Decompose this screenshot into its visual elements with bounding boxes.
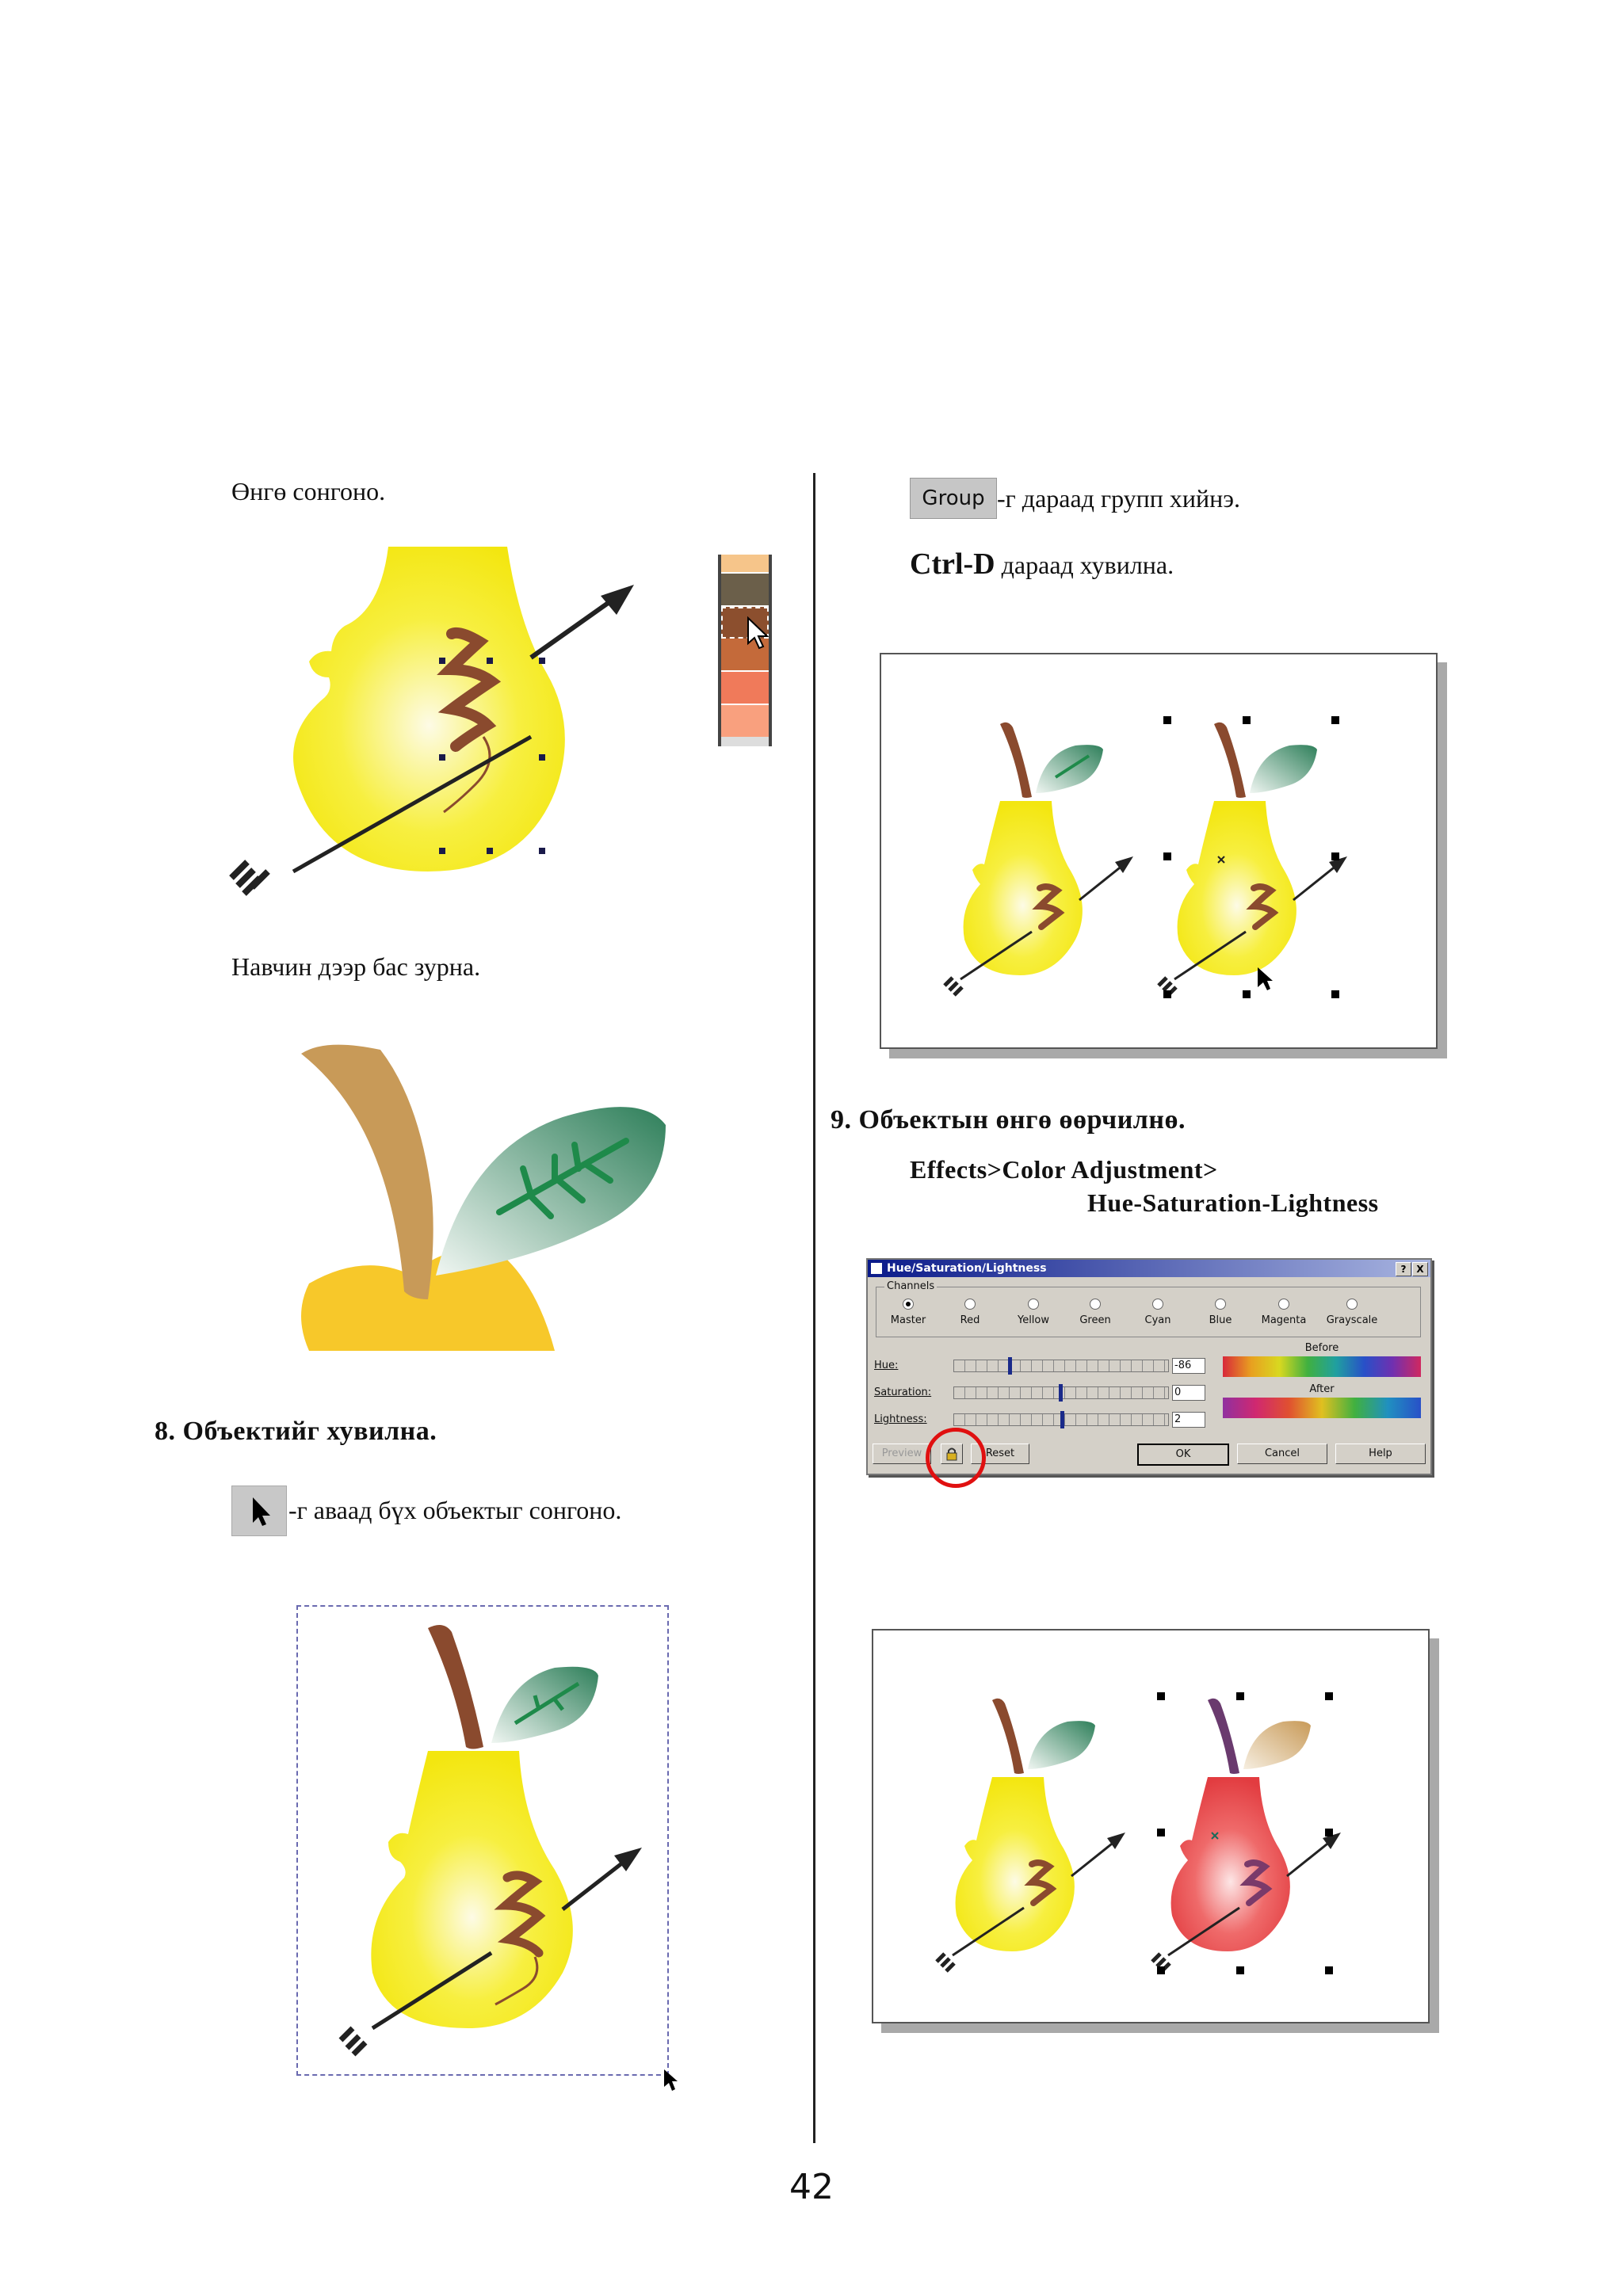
channel-red-radio[interactable]: Red: [938, 1299, 1002, 1326]
preview-button[interactable]: Preview: [873, 1444, 931, 1464]
lightness-value-field[interactable]: 2: [1172, 1412, 1205, 1428]
selection-marquee: [296, 1605, 669, 2076]
channels-group: Channels Master Red Yellow Green Cyan Bl…: [876, 1280, 1421, 1337]
cursor-icon: [664, 2069, 678, 2091]
two-pears-illustration: [943, 716, 1347, 998]
saturation-slider[interactable]: [953, 1384, 1169, 1402]
lightness-slider[interactable]: [953, 1411, 1169, 1428]
app-icon: [871, 1263, 882, 1274]
highlight-circle: [926, 1428, 986, 1488]
hue-slider-thumb[interactable]: [1008, 1357, 1012, 1375]
caption-duplicate-text: дараад хувилна.: [995, 551, 1174, 579]
recolored-pears-illustration: [935, 1692, 1341, 1974]
hue-label: Hue:: [874, 1360, 899, 1371]
menu-path-line2: Hue-Saturation-Lightness: [1087, 1188, 1379, 1217]
recolor-illustration-frame: [872, 1629, 1430, 2023]
heading-step-9: 9. Объектын өнгө өөрчилнө.: [831, 1105, 1186, 1135]
group-button[interactable]: Group: [910, 478, 997, 519]
dialog-title: Hue/Saturation/Lightness: [887, 1262, 1047, 1275]
mouse-pointer-icon: [747, 616, 769, 650]
before-label: Before: [1304, 1342, 1339, 1354]
saturation-slider-thumb[interactable]: [1059, 1384, 1063, 1402]
caption-group: -г дараад групп хийнэ.: [997, 484, 1241, 513]
lightness-label: Lightness:: [874, 1413, 927, 1425]
saturation-value-field[interactable]: 0: [1172, 1385, 1205, 1401]
help-button[interactable]: Help: [1335, 1444, 1426, 1464]
channel-master-radio[interactable]: Master: [876, 1299, 940, 1326]
channels-label: Channels: [884, 1280, 938, 1292]
caption-draw-leaf: Навчин дээр бас зурна.: [231, 952, 481, 981]
ok-button[interactable]: OK: [1137, 1444, 1229, 1466]
leaf-stem-illustration: [301, 1044, 666, 1351]
after-label: After: [1309, 1383, 1335, 1395]
hue-value-field[interactable]: -86: [1172, 1358, 1205, 1374]
pick-tool-icon: [253, 1497, 270, 1526]
menu-path-line1: Effects>Color Adjustment>: [910, 1155, 1218, 1184]
channel-grayscale-radio[interactable]: Grayscale: [1314, 1299, 1390, 1326]
ctrl-d-shortcut: Ctrl-D: [910, 547, 995, 581]
channel-green-radio[interactable]: Green: [1064, 1299, 1127, 1326]
column-divider: [813, 473, 815, 2143]
saturation-label: Saturation:: [874, 1386, 932, 1398]
caption-select-all: -г аваад бүх объектыг сонгоно.: [288, 1496, 622, 1524]
channel-yellow-radio[interactable]: Yellow: [1002, 1299, 1065, 1326]
pear-illustration-selected: [229, 547, 634, 896]
duplicate-illustration-frame: [880, 653, 1438, 1049]
close-button[interactable]: X: [1412, 1262, 1428, 1276]
after-spectrum: [1223, 1398, 1421, 1418]
hue-slider[interactable]: [953, 1357, 1169, 1375]
lightness-slider-thumb[interactable]: [1060, 1411, 1064, 1428]
color-palette[interactable]: [718, 555, 772, 746]
caption-choose-color: Өнгө сонгоно.: [231, 477, 386, 505]
pear-full-illustration: [338, 1625, 642, 2057]
cancel-button[interactable]: Cancel: [1237, 1444, 1327, 1464]
channel-blue-radio[interactable]: Blue: [1189, 1299, 1252, 1326]
heading-step-8: 8. Объектийг хувилна.: [155, 1417, 437, 1446]
help-title-button[interactable]: ?: [1396, 1262, 1411, 1276]
page-number: 42: [789, 2167, 834, 2207]
palette-swatch-selected[interactable]: [721, 607, 769, 639]
channel-cyan-radio[interactable]: Cyan: [1126, 1299, 1190, 1326]
dialog-titlebar: Hue/Saturation/Lightness ? X: [868, 1260, 1430, 1277]
channel-magenta-radio[interactable]: Magenta: [1252, 1299, 1316, 1326]
before-spectrum: [1223, 1356, 1421, 1377]
caption-duplicate: Ctrl-D дараад хувилна.: [910, 548, 1174, 581]
pick-tool-button[interactable]: [231, 1486, 287, 1536]
